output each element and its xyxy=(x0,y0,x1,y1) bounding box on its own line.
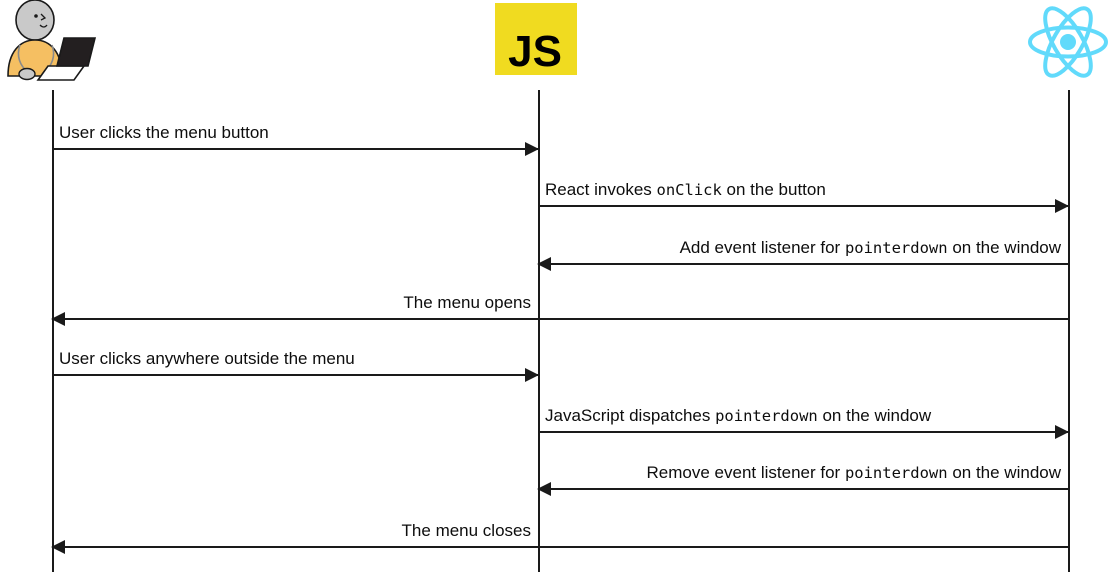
label-text: The menu closes xyxy=(401,521,531,540)
arrowhead-right-icon xyxy=(525,368,539,382)
message-line xyxy=(52,546,1068,548)
message-label: Add event listener for pointerdown on th… xyxy=(680,238,1061,258)
arrowhead-left-icon xyxy=(537,257,551,271)
lifeline-react xyxy=(1068,90,1070,572)
message-label: The menu closes xyxy=(402,521,531,541)
react-logo xyxy=(1028,6,1108,78)
lifeline-user xyxy=(52,90,54,572)
message-line xyxy=(538,488,1068,490)
arrowhead-right-icon xyxy=(525,142,539,156)
arrowhead-right-icon xyxy=(1055,199,1069,213)
label-text: Remove event listener for xyxy=(646,463,845,482)
arrowhead-right-icon xyxy=(1055,425,1069,439)
arrowhead-left-icon xyxy=(51,312,65,326)
label-text: on the window xyxy=(947,238,1061,257)
label-text: JavaScript dispatches xyxy=(545,406,716,425)
message-label: The menu opens xyxy=(403,293,531,313)
lifeline-js xyxy=(538,90,540,572)
label-text: The menu opens xyxy=(403,293,531,312)
label-text: User clicks anywhere outside the menu xyxy=(59,349,355,368)
message-label: React invokes onClick on the button xyxy=(545,180,826,200)
code-token: onClick xyxy=(656,181,722,199)
code-token: pointerdown xyxy=(844,239,948,257)
message-label: User clicks anywhere outside the menu xyxy=(59,349,355,369)
arrowhead-left-icon xyxy=(537,482,551,496)
arrowhead-left-icon xyxy=(51,540,65,554)
user-at-laptop-icon xyxy=(7,0,97,81)
javascript-logo-label: JS xyxy=(508,27,562,76)
message-line xyxy=(538,205,1068,207)
message-line xyxy=(538,431,1068,433)
label-text: Add event listener for xyxy=(679,238,845,257)
message-line xyxy=(52,374,538,376)
label-text: React invokes xyxy=(545,180,657,199)
message-label: Remove event listener for pointerdown on… xyxy=(647,463,1061,483)
participant-react xyxy=(1022,0,1108,90)
code-token: pointerdown xyxy=(844,464,948,482)
message-line xyxy=(538,263,1068,265)
message-line xyxy=(52,318,1068,320)
participant-js: JS xyxy=(494,0,582,90)
label-text: on the window xyxy=(817,406,932,425)
javascript-logo: JS xyxy=(495,3,577,76)
label-text: User clicks the menu button xyxy=(59,123,269,142)
label-text: on the window xyxy=(947,463,1061,482)
label-text: on the button xyxy=(721,180,826,199)
message-line xyxy=(52,148,538,150)
message-label: User clicks the menu button xyxy=(59,123,269,143)
participant-user xyxy=(0,0,104,90)
message-label: JavaScript dispatches pointerdown on the… xyxy=(545,406,931,426)
code-token: pointerdown xyxy=(715,407,818,425)
